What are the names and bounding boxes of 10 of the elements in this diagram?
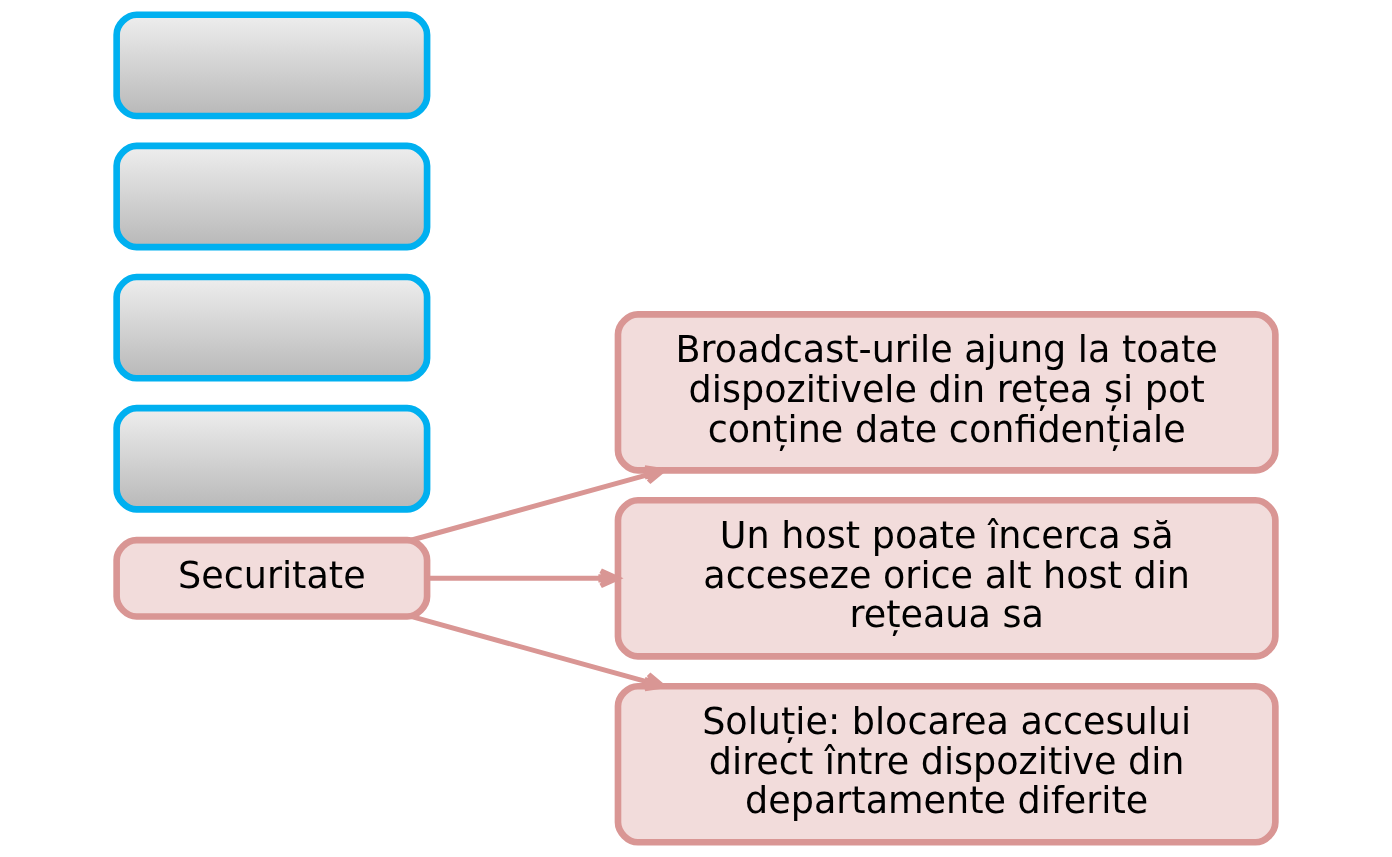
arrow <box>411 614 666 692</box>
node-box: Securitate <box>113 536 431 620</box>
node-box: Broadcast-urile ajung la toate dispozitivele din rețea și pot conține date confidențiale <box>614 311 1279 474</box>
arrow <box>411 465 666 543</box>
node-box <box>113 142 431 251</box>
node-box <box>113 273 431 382</box>
node-box <box>113 404 431 513</box>
node-box: Un host poate încerca să acceseze orice alt host din rețeaua sa <box>614 497 1279 660</box>
node-box <box>113 11 431 120</box>
node-box: Soluție: blocarea accesului direct între dispozitive din departamente diferite <box>614 682 1279 846</box>
